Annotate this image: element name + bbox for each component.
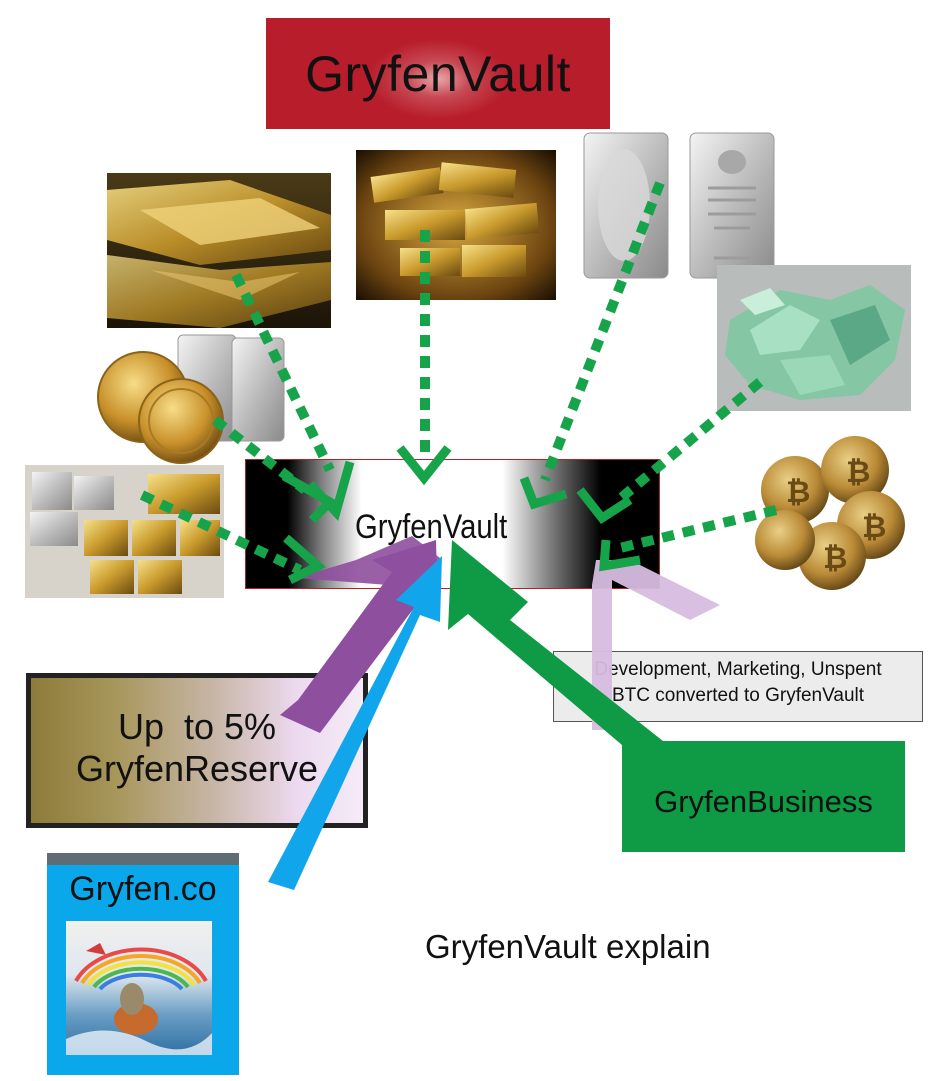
silver-gold-bars-image xyxy=(25,465,224,598)
explain-caption: GryfenVault explain xyxy=(425,928,711,965)
reserve-line1: Up to 5% xyxy=(117,706,277,747)
bitcoin-coins-image: ₿ ₿ ₿ ₿ xyxy=(755,436,905,590)
gold-coins-platinum-bar-image xyxy=(97,334,285,464)
svg-text:₿: ₿ xyxy=(823,541,847,576)
gryfen-co-blue-arrow xyxy=(268,556,442,890)
business-green-arrow xyxy=(448,540,668,745)
platinum-bars-image xyxy=(583,132,775,279)
title-banner: GryfenVault xyxy=(266,18,610,129)
svg-text:₿: ₿ xyxy=(862,510,886,545)
reserve-text: Up to 5% GryfenReserve xyxy=(26,706,368,790)
dotted-green-arrows xyxy=(139,181,778,575)
note-box: Development, Marketing, Unspent BTC conv… xyxy=(553,651,923,722)
dotted-arrow-heads xyxy=(281,445,641,585)
light-purple-arrow xyxy=(592,560,720,730)
gold-bars-stack-image xyxy=(107,173,331,328)
vault-label: GryfenVault xyxy=(355,508,508,546)
gold-bullion-image xyxy=(356,150,556,300)
note-line2: BTC converted to GryfenVault xyxy=(611,685,865,706)
svg-text:₿: ₿ xyxy=(846,455,870,490)
business-label: GryfenBusiness xyxy=(654,783,873,819)
reserve-purple-arrow xyxy=(280,536,440,733)
gryfen-co-label: Gryfen.co xyxy=(69,870,217,908)
title-text: GryfenVault xyxy=(305,45,571,102)
business-box: GryfenBusiness xyxy=(622,741,905,852)
gryfen-illustration-image xyxy=(66,921,212,1055)
note-line1: Development, Marketing, Unspent xyxy=(594,659,882,680)
reserve-line2: GryfenReserve xyxy=(75,748,319,789)
svg-text:₿: ₿ xyxy=(786,475,810,510)
